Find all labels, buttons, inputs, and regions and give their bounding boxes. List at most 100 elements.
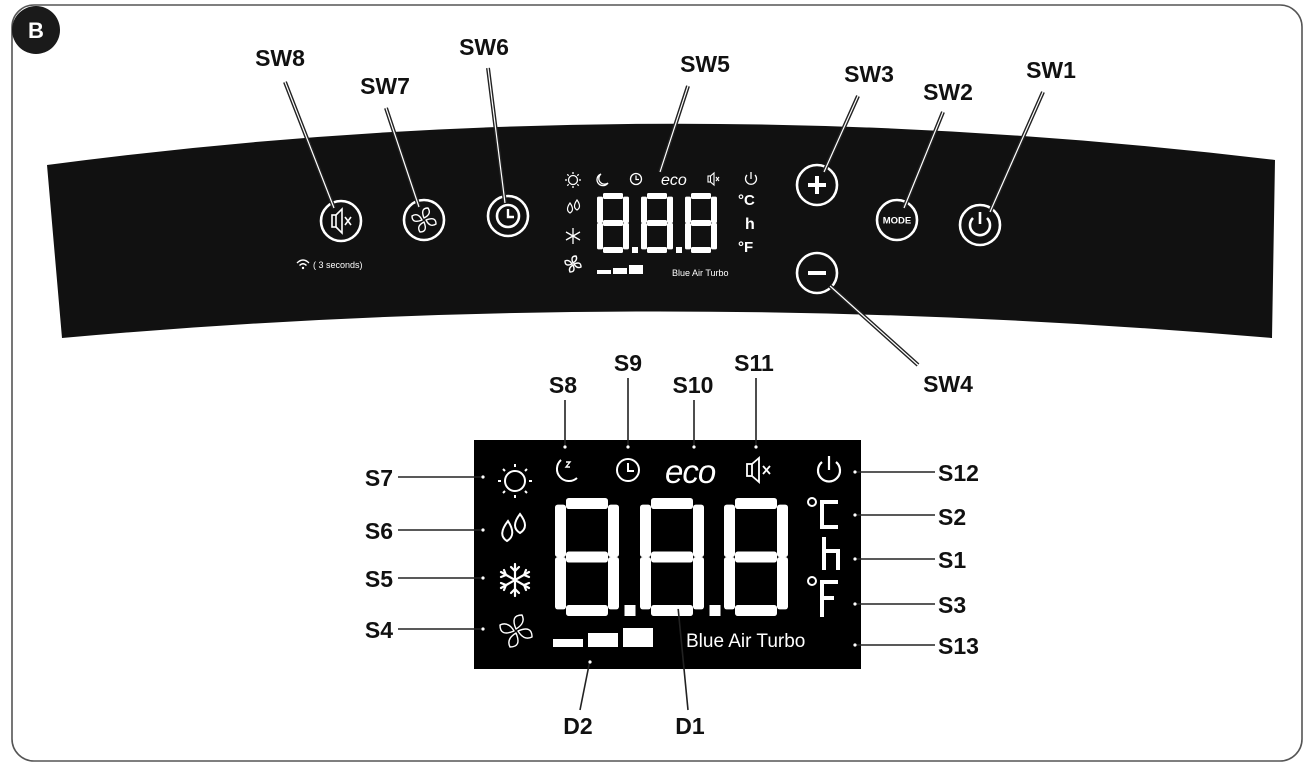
- big-digit-3: [724, 498, 788, 616]
- mini-digit-2-segment-2: [667, 196, 673, 223]
- big-digit-2-segment-4: [640, 557, 651, 610]
- mini-unit-f: °F: [738, 239, 753, 256]
- plus-icon: [808, 176, 826, 194]
- mini-digit-3-segment-3: [691, 220, 711, 226]
- label-s12: S12: [938, 460, 979, 486]
- label-s11: S11: [734, 350, 774, 376]
- mini-digits: [597, 193, 717, 253]
- power-indicator-icon: [816, 456, 842, 483]
- sleep-icon: [555, 459, 578, 483]
- label-sw7: SW7: [360, 73, 410, 99]
- plus-button[interactable]: [795, 163, 839, 207]
- mini-modes-text: Blue Air Turbo: [672, 268, 729, 278]
- mini-digit-3-segment-5: [711, 223, 717, 250]
- mini-display: eco °C h °F Blue Air Turbo: [564, 171, 758, 278]
- big-digit-2-decimal-point: [709, 605, 721, 616]
- mini-digit-1-segment-0: [603, 193, 623, 199]
- mini-digit-2-segment-1: [641, 196, 647, 223]
- label-sw4: SW4: [923, 371, 973, 397]
- fan-button[interactable]: [402, 198, 446, 242]
- big-digit-2: [640, 498, 721, 616]
- mini-digit-1-segment-5: [623, 223, 629, 250]
- big-digit-2-segment-6: [651, 605, 693, 616]
- big-digit-3-segment-2: [777, 504, 788, 557]
- label-d2: D2: [563, 713, 592, 739]
- mini-snowflake-icon: [565, 228, 581, 244]
- unit-fahrenheit: [807, 576, 838, 617]
- label-sw2: SW2: [923, 79, 973, 105]
- mini-eco-text: eco: [661, 172, 687, 189]
- big-digit-3-segment-3: [735, 551, 777, 563]
- label-d1: D1: [675, 713, 705, 739]
- power-icon: [968, 212, 992, 237]
- fan-speed-bars: [553, 628, 653, 647]
- mini-digit-2-segment-6: [647, 247, 667, 253]
- mini-digit-1: [597, 193, 638, 253]
- big-digit-1-segment-6: [566, 605, 608, 616]
- wifi-icon: [296, 259, 310, 270]
- mini-digit-2: [641, 193, 682, 253]
- mini-fan-icon: [564, 255, 582, 273]
- label-s10: S10: [673, 372, 714, 398]
- unit-hours: [822, 537, 840, 570]
- mute-icon: [331, 207, 352, 235]
- big-digit-1-segment-0: [566, 498, 608, 509]
- mini-digit-2-segment-5: [667, 223, 673, 250]
- mini-fan-speed-bars: [597, 265, 643, 274]
- sun-icon: [498, 464, 532, 498]
- eco-text: eco: [665, 453, 716, 490]
- big-digit-1-segment-1: [555, 504, 566, 557]
- big-digit-1-segment-5: [608, 557, 619, 610]
- mini-digit-2-decimal-point: [676, 247, 682, 253]
- mute-button[interactable]: [319, 199, 363, 243]
- minus-button[interactable]: [795, 251, 839, 295]
- label-s13: S13: [938, 633, 979, 659]
- control-panel: [47, 123, 1275, 338]
- mini-sleep-icon: [596, 173, 609, 187]
- big-digit-1-segment-2: [608, 504, 619, 557]
- mini-mute-icon: [707, 171, 720, 187]
- fan-mode-icon: [499, 614, 533, 648]
- power-button[interactable]: [958, 203, 1002, 247]
- big-digit-1: [555, 498, 636, 616]
- segment-leaders: [398, 378, 935, 711]
- big-digit-2-segment-5: [693, 557, 704, 610]
- mini-unit-h: h: [745, 216, 755, 233]
- mini-digit-2-segment-4: [641, 223, 647, 250]
- unit-celsius: [807, 497, 838, 529]
- mini-drop-icon: [566, 198, 581, 214]
- mode-button[interactable]: MODE: [875, 198, 919, 242]
- mini-sun-icon: [565, 172, 581, 188]
- timer-button[interactable]: [486, 194, 530, 238]
- big-digit-2-segment-1: [640, 504, 651, 557]
- mini-digit-3-segment-4: [685, 223, 691, 250]
- big-digit-1-decimal-point: [624, 605, 636, 616]
- dehumidify-icon: [501, 512, 526, 543]
- timer-icon: [616, 458, 640, 482]
- big-digit-3-segment-1: [724, 504, 735, 557]
- big-digit-3-segment-5: [777, 557, 788, 610]
- mini-digit-3-segment-6: [691, 247, 711, 253]
- label-sw3: SW3: [844, 61, 894, 87]
- big-digit-2-segment-0: [651, 498, 693, 509]
- label-s1: S1: [938, 547, 966, 573]
- label-s2: S2: [938, 504, 966, 530]
- label-s4: S4: [365, 617, 393, 643]
- mini-digit-3: [685, 193, 717, 253]
- mini-digit-1-segment-3: [603, 220, 623, 226]
- big-digit-1-segment-4: [555, 557, 566, 610]
- big-digit-2-segment-2: [693, 504, 704, 557]
- big-digits: [555, 498, 788, 616]
- mini-digit-2-segment-3: [647, 220, 667, 226]
- big-digit-1-segment-3: [566, 551, 608, 563]
- fan-icon: [411, 207, 437, 233]
- label-sw8: SW8: [255, 45, 305, 71]
- label-s6: S6: [365, 518, 393, 544]
- label-s7: S7: [365, 465, 393, 491]
- mini-digit-1-segment-1: [597, 196, 603, 223]
- mini-power-icon: [744, 172, 758, 185]
- mini-digit-3-segment-1: [685, 196, 691, 223]
- mini-timer-icon: [629, 172, 643, 186]
- big-digit-3-segment-0: [735, 498, 777, 509]
